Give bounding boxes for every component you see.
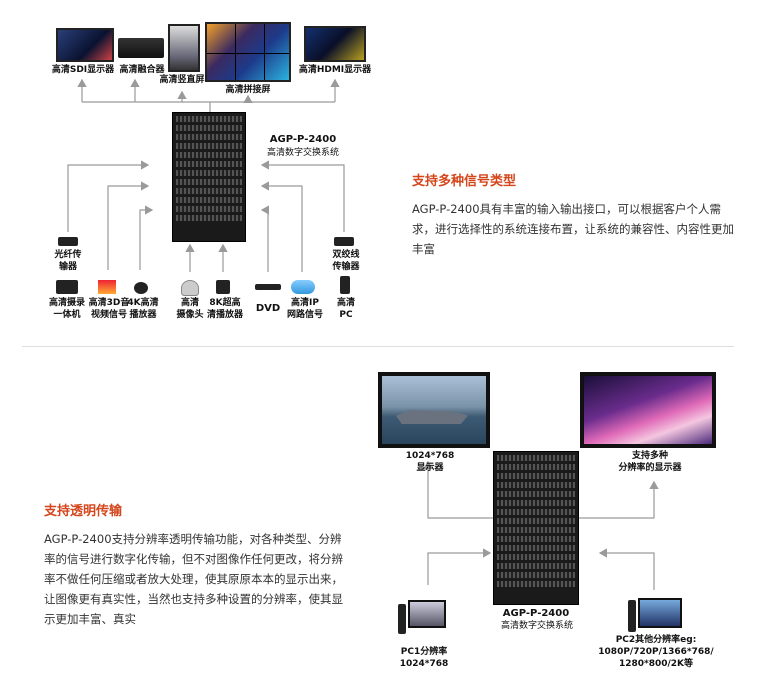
video-3d-icon: [98, 280, 116, 294]
section1-body: AGP-P-2400具有丰富的输入输出接口，可以根据客户个人需求，进行选择性的系…: [412, 202, 734, 256]
system-name-1: 高清数字交换系统: [266, 148, 339, 158]
player-4k-label: 4K高清 播放器: [127, 298, 159, 320]
pc1-tower-icon: [398, 604, 406, 634]
pc1-label: PC1分辨率 1024*768: [399, 647, 449, 669]
camcorder-icon: [56, 280, 78, 294]
section2-heading: 支持透明传输: [44, 504, 123, 519]
left-display-image: [378, 372, 490, 448]
fusion-device-image: [118, 38, 164, 58]
fiber-transmitter-icon: [58, 237, 78, 246]
hd-camera-label: 高清 摄像头: [176, 298, 204, 320]
right-display-image: [580, 372, 716, 448]
splice-screen-image: [205, 22, 291, 82]
twisted-pair-transmitter-icon: [334, 237, 354, 246]
vertical-screen-label: 高清竖直屏: [159, 75, 205, 85]
system-name-2: 高清数字交换系统: [500, 621, 573, 631]
splice-screen-label: 高清拼接屏: [225, 85, 271, 95]
pc-tower-icon: [340, 276, 350, 294]
ip-signal-label: 高清IP 网路信号: [286, 298, 323, 320]
left-display-label: 1024*768 显示器: [405, 451, 455, 473]
hdmi-display-image: [304, 26, 366, 62]
system-model-1: AGP-P-2400: [269, 134, 337, 145]
pc1-monitor-icon: [408, 600, 446, 628]
hd-camera-icon: [181, 280, 199, 296]
hdmi-display-label: 高清HDMI显示器: [298, 65, 372, 75]
switch-rack-2: [493, 451, 579, 605]
player-8k-icon: [216, 280, 230, 294]
player-8k-label: 8K超高 清播放器: [206, 298, 243, 320]
pc2-monitor-icon: [638, 598, 682, 628]
section-divider: [22, 346, 734, 347]
switch-rack-1: [172, 112, 246, 242]
right-display-label: 支持多种 分辨率的显示器: [618, 451, 682, 473]
dvd-label: DVD: [255, 303, 281, 314]
player-4k-icon: [134, 282, 148, 294]
sdi-display-label: 高清SDI显示器: [51, 65, 115, 75]
section2-body: AGP-P-2400支持分辨率透明传输功能，对各种类型、分辨率的信号进行数字化传…: [44, 532, 343, 626]
vertical-screen-image: [168, 24, 200, 72]
section1-heading: 支持多种信号类型: [412, 174, 517, 189]
fiber-transmitter-label: 光纤传 输器: [54, 250, 82, 272]
twisted-pair-transmitter-label: 双绞线 传输器: [332, 250, 360, 272]
dvd-player-icon: [255, 284, 281, 290]
camcorder-label: 高清摄录 一体机: [48, 298, 85, 320]
pc2-tower-icon: [628, 600, 636, 632]
video-3d-label: 高清3D音 视频信号: [88, 298, 130, 320]
fusion-device-label: 高清融合器: [119, 65, 165, 75]
system-model-2: AGP-P-2400: [502, 608, 570, 619]
pc-label: 高清 PC: [336, 298, 355, 320]
cloud-icon: [291, 280, 315, 294]
sdi-display-image: [56, 28, 114, 62]
pc2-label: PC2其他分辨率eg: 1080P/720P/1366*768/ 1280*80…: [598, 635, 714, 669]
